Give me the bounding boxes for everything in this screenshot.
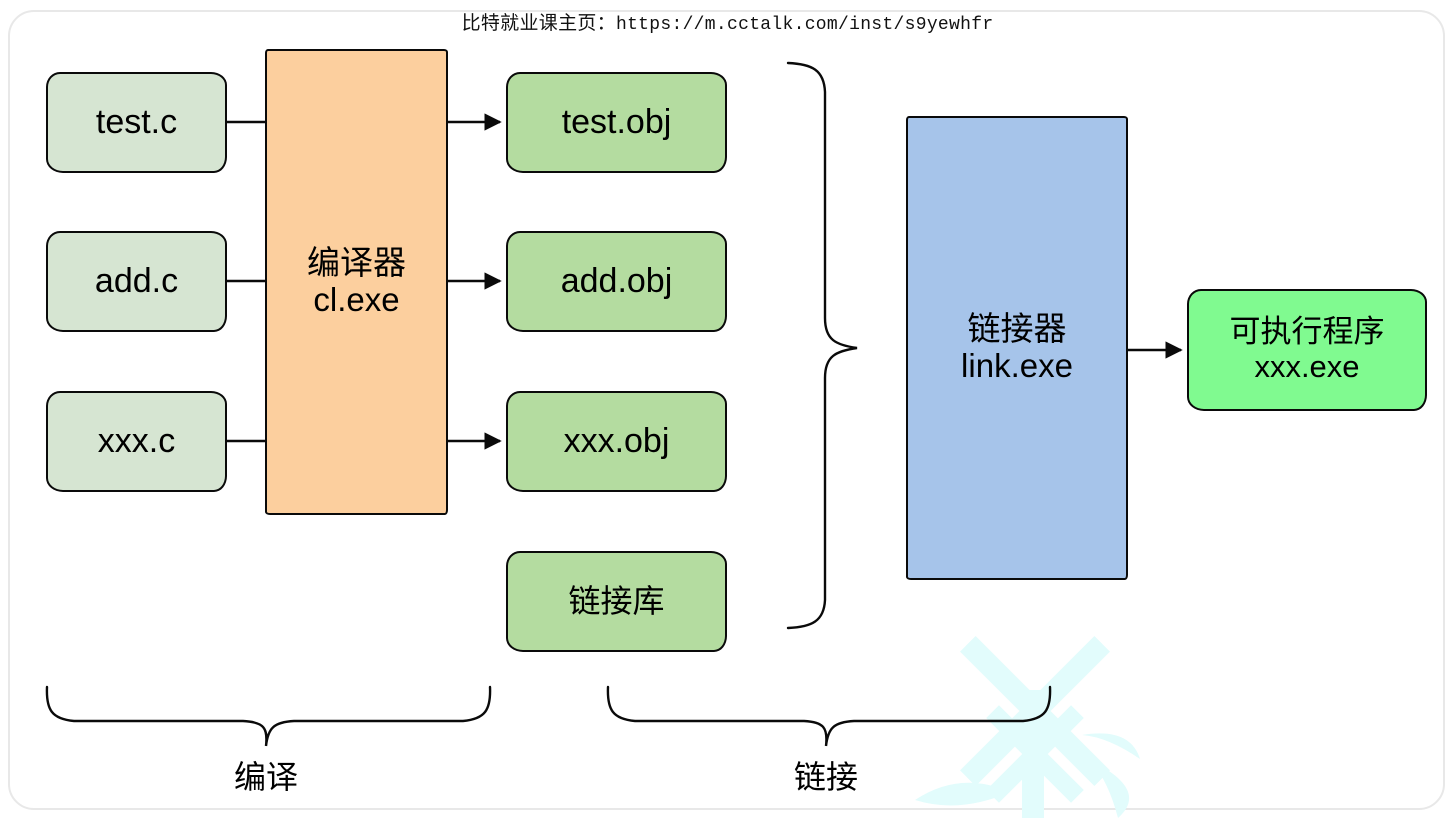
node-object-test-obj[interactable]: test.obj <box>506 72 727 173</box>
stage-label-link: 链接 <box>793 759 858 795</box>
node-label: xxx.c <box>97 422 176 461</box>
compile-stage-brace <box>45 685 492 747</box>
linker-line-2: link.exe <box>961 347 1073 384</box>
stage-label-compile: 编译 <box>233 759 298 795</box>
node-source-test-c[interactable]: test.c <box>46 72 227 173</box>
page-header-note: 比特就业课主页：https://m.cctalk.com/inst/s9yewh… <box>0 8 1455 35</box>
node-label: add.obj <box>560 262 673 301</box>
node-label: xxx.obj <box>563 422 670 461</box>
node-object-add-obj[interactable]: add.obj <box>506 231 727 332</box>
header-url-text: https://m.cctalk.com/inst/s9yewhfr <box>615 15 994 35</box>
node-link-library[interactable]: 链接库 <box>506 551 727 652</box>
node-source-add-c[interactable]: add.c <box>46 231 227 332</box>
compiler-to-object-arrows <box>447 113 502 450</box>
node-label: 链接库 <box>568 582 665 619</box>
header-prefix-text: 比特就业课主页： <box>461 13 616 34</box>
linker-line-1: 链接器 <box>967 310 1067 348</box>
link-stage-brace <box>606 685 1052 747</box>
node-label: add.c <box>94 262 179 301</box>
node-label: test.obj <box>561 103 672 142</box>
executable-line-1: 可执行程序 <box>1229 314 1385 350</box>
executable-line-2: xxx.exe <box>1254 349 1360 384</box>
compiler-line-1: 编译器 <box>307 244 406 282</box>
compiler-line-2: cl.exe <box>313 281 400 318</box>
node-object-xxx-obj[interactable]: xxx.obj <box>506 391 727 492</box>
objects-group-brace <box>786 61 858 630</box>
node-label: test.c <box>95 103 178 142</box>
source-to-compiler-lines <box>227 120 266 443</box>
node-source-xxx-c[interactable]: xxx.c <box>46 391 227 492</box>
